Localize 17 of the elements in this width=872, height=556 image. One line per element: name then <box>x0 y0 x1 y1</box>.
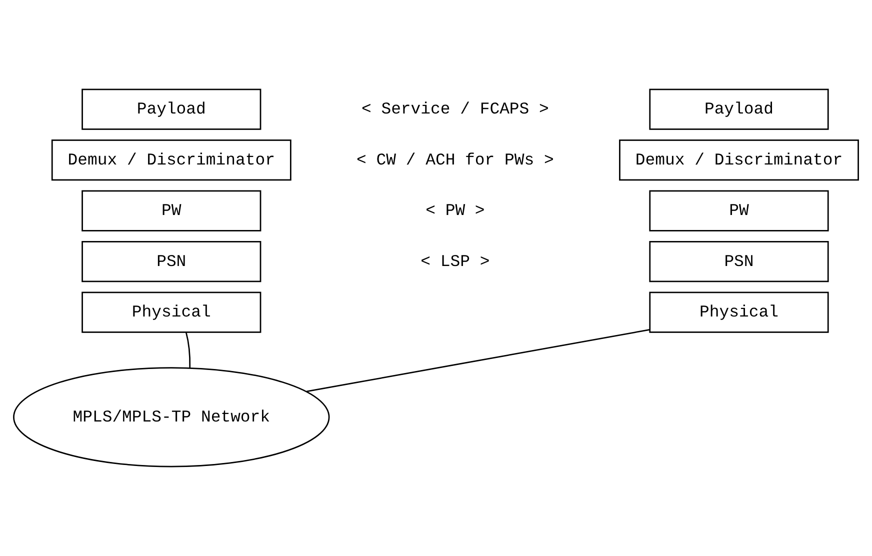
node-box: Demux / Discriminator <box>619 140 859 181</box>
node-box: PW <box>649 190 829 232</box>
node-box: Payload <box>82 88 262 130</box>
label: < LSP > <box>420 252 490 271</box>
node-box: Payload <box>649 88 829 130</box>
label: < CW / ACH for PWs > <box>356 150 554 170</box>
connector <box>185 332 191 368</box>
connector <box>306 329 650 392</box>
node-box: Demux / Discriminator <box>51 140 292 181</box>
node-ellipse: MPLS/MPLS-TP Network <box>13 367 330 468</box>
node-box: Physical <box>649 292 829 333</box>
label: < Service / FCAPS > <box>361 100 549 119</box>
node-box: PSN <box>82 240 262 282</box>
node-box: Physical <box>82 292 262 333</box>
node-box: PW <box>82 190 262 232</box>
label: < PW > <box>426 201 485 220</box>
node-box: PSN <box>649 240 829 282</box>
